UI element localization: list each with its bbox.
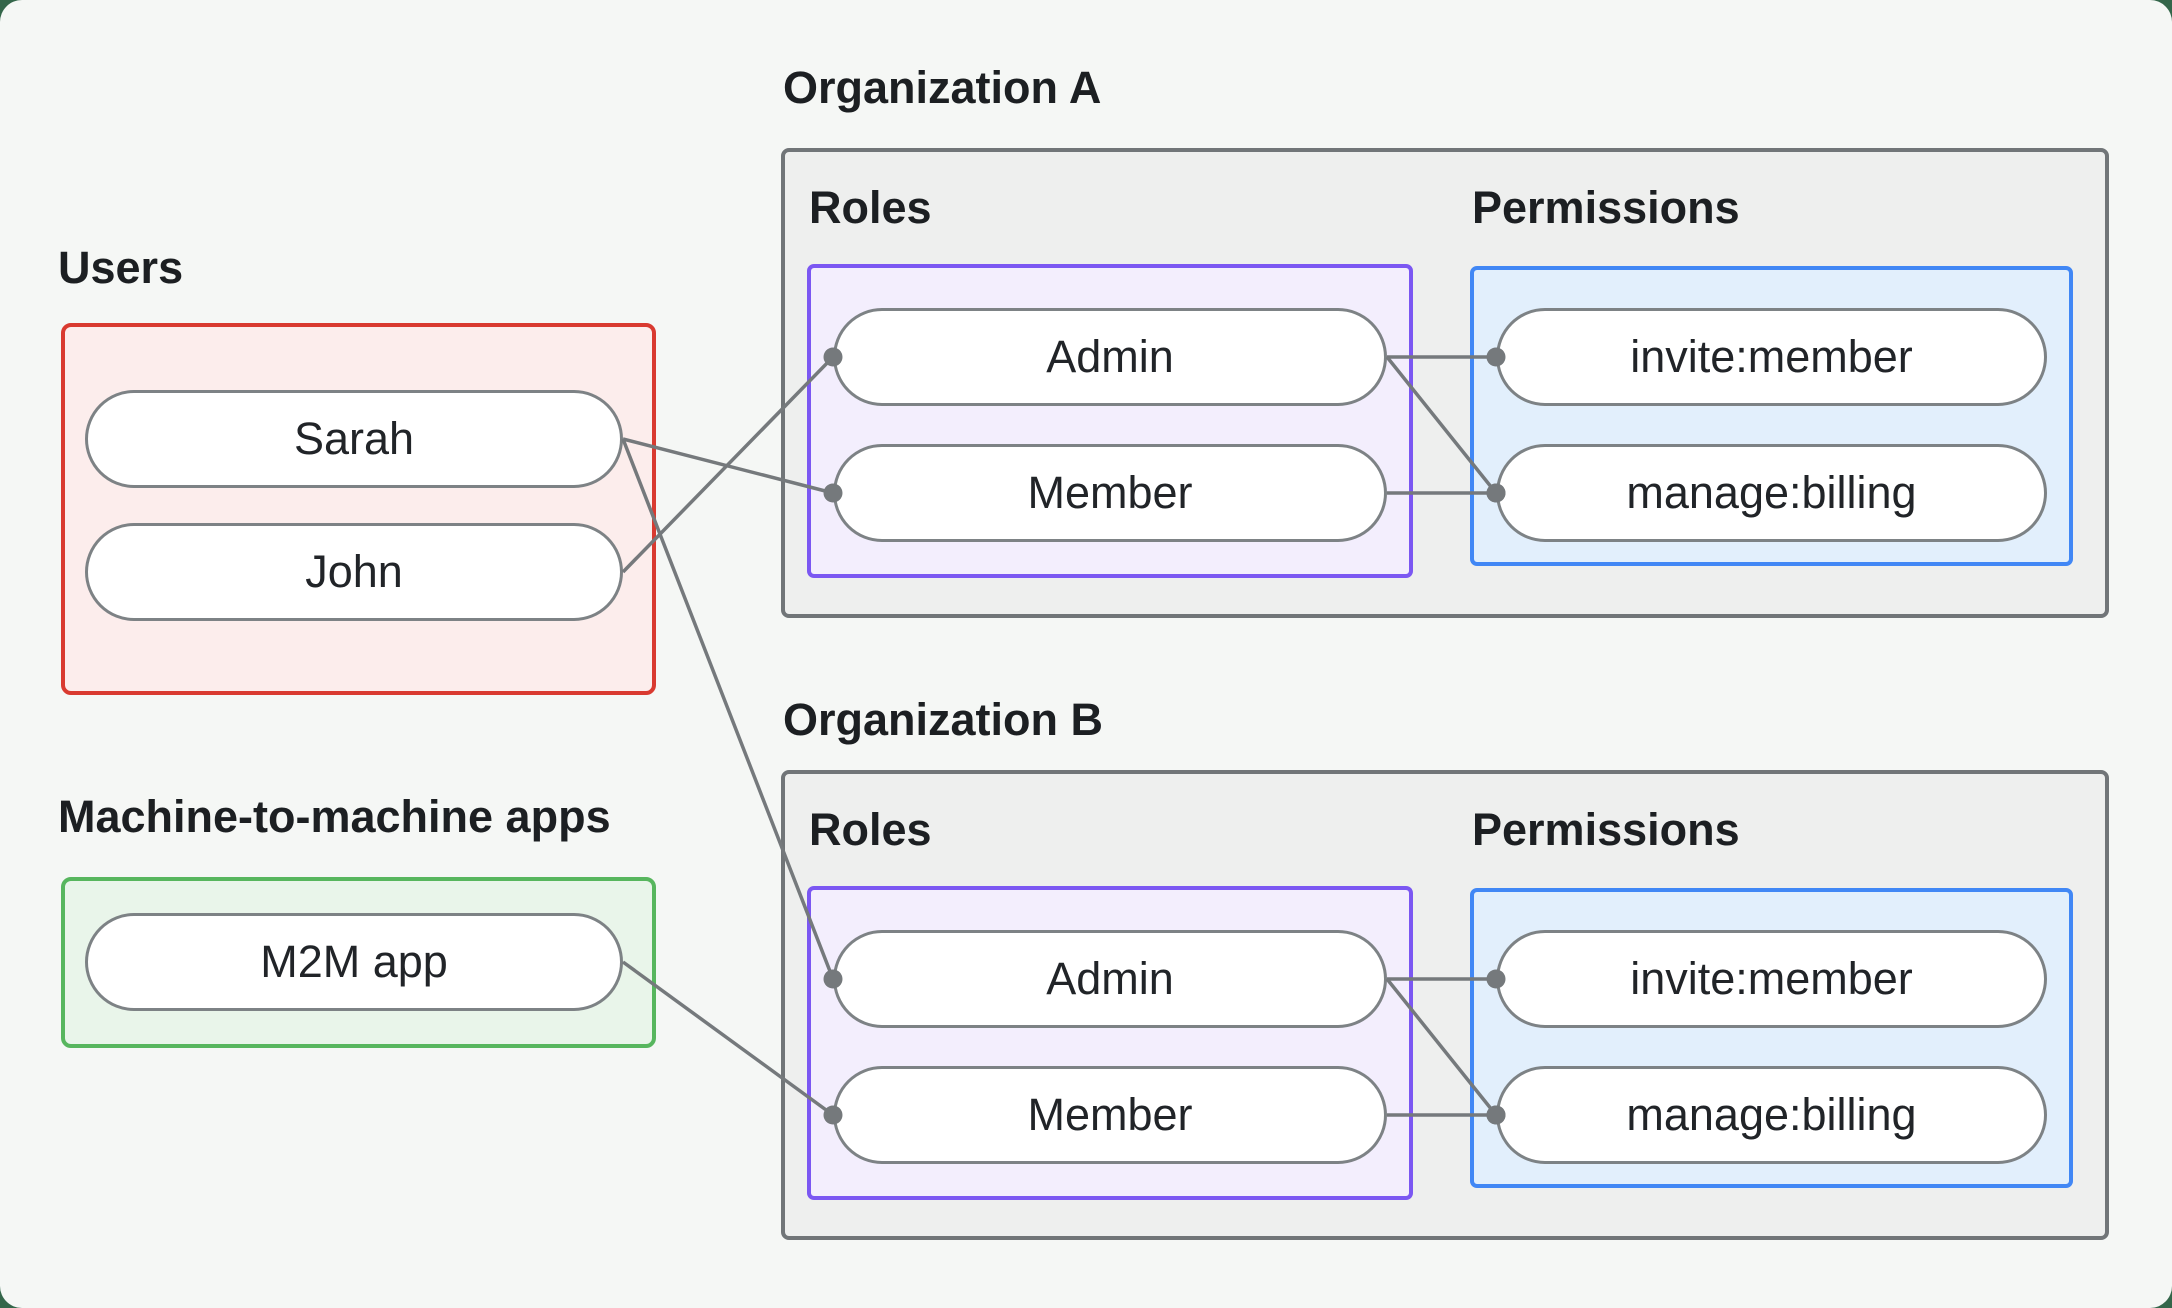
org-b-permissions-label: Permissions <box>1472 804 1740 855</box>
role-node-label: Admin <box>1046 331 1174 382</box>
org-b-label: Organization B <box>783 694 1104 745</box>
org-b-permissions-box: invite:member manage:billing <box>1470 888 2073 1188</box>
users-group-label: Users <box>58 242 184 293</box>
m2m-node-label: M2M app <box>260 936 448 987</box>
permission-node-manage-billing: manage:billing <box>1496 444 2047 542</box>
permission-node-label: invite:member <box>1630 953 1913 1004</box>
permission-node-label: manage:billing <box>1626 467 1917 518</box>
org-a-permissions-box: invite:member manage:billing <box>1470 266 2073 566</box>
permission-node-label: invite:member <box>1630 331 1913 382</box>
m2m-group-label: Machine-to-machine apps <box>58 791 611 842</box>
org-b-box: Roles Permissions Admin Member invite:me… <box>781 770 2109 1240</box>
org-b-roles-box: Admin Member <box>807 886 1413 1200</box>
org-a-roles-box: Admin Member <box>807 264 1413 578</box>
org-a-roles-label: Roles <box>809 182 932 233</box>
org-a-label: Organization A <box>783 62 1102 113</box>
org-b-roles-label: Roles <box>809 804 932 855</box>
user-node-label: John <box>305 546 403 597</box>
role-node-label: Member <box>1027 1089 1193 1140</box>
role-node-member: Member <box>833 1066 1387 1164</box>
permission-node-invite-member: invite:member <box>1496 308 2047 406</box>
org-a-box: Roles Permissions Admin Member invite:me… <box>781 148 2109 618</box>
permission-node-manage-billing: manage:billing <box>1496 1066 2047 1164</box>
role-node-admin: Admin <box>833 308 1387 406</box>
permission-node-label: manage:billing <box>1626 1089 1917 1140</box>
role-node-admin: Admin <box>833 930 1387 1028</box>
role-node-label: Admin <box>1046 953 1174 1004</box>
role-node-label: Member <box>1027 467 1193 518</box>
org-a-permissions-label: Permissions <box>1472 182 1740 233</box>
m2m-group-box: M2M app <box>61 877 656 1048</box>
permission-node-invite-member: invite:member <box>1496 930 2047 1028</box>
user-node-label: Sarah <box>293 413 415 464</box>
user-node-sarah: Sarah <box>85 390 623 488</box>
role-node-member: Member <box>833 444 1387 542</box>
m2m-app-node: M2M app <box>85 913 623 1011</box>
user-node-john: John <box>85 523 623 621</box>
users-group-box: Sarah John <box>61 323 656 695</box>
